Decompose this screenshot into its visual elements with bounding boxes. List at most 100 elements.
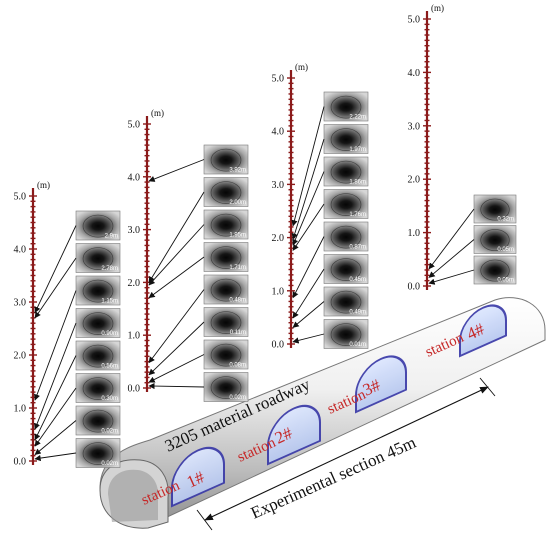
- leader-arrow: [292, 301, 325, 328]
- tick-label: 3.0: [128, 225, 141, 236]
- borehole-image: 0.02m: [75, 438, 121, 468]
- depth-axis-unit: (m): [37, 180, 50, 190]
- borehole-ring: [480, 229, 510, 252]
- borehole-ring: [480, 198, 510, 221]
- borehole-image: 1.15m: [75, 275, 121, 306]
- borehole-image: 0.56m: [75, 340, 121, 371]
- tick-label: 0.0: [128, 384, 141, 395]
- borehole-ring: [330, 160, 362, 184]
- borehole-ring: [210, 213, 242, 237]
- leader-arrow: [34, 257, 77, 319]
- leader-arrow: [428, 269, 475, 285]
- depth-value-label: 0.87m: [349, 245, 366, 251]
- borehole-ring: [82, 344, 114, 368]
- leader-arrow: [34, 355, 77, 441]
- leader-arrow: [148, 159, 205, 182]
- tick-label: 1.0: [408, 228, 421, 239]
- depth-value-label: 1.95m: [229, 233, 246, 239]
- borehole-ring: [210, 148, 242, 172]
- borehole-ring: [82, 279, 114, 303]
- leader-arrow: [34, 290, 77, 401]
- tick-label: 0.0: [14, 457, 27, 468]
- leader-arrow: [291, 106, 325, 227]
- leader-arrow: [292, 268, 325, 319]
- borehole-image: 0.87m: [323, 221, 369, 252]
- leader-arrow: [148, 256, 205, 299]
- station-arch-4: [459, 304, 507, 358]
- tick-label: 0.0: [408, 282, 421, 293]
- leader-arrow: [428, 239, 475, 278]
- tunnel-end-inner: [108, 469, 159, 522]
- depth-value-label: 2.78m: [101, 266, 118, 272]
- leader-arrow: [148, 382, 205, 390]
- depth-value-label: 1.86m: [349, 180, 366, 186]
- borehole-ring: [330, 225, 362, 249]
- borehole-image: 0.11m: [203, 307, 249, 337]
- tick-label: 2.0: [408, 175, 421, 186]
- depth-value-label: 1.71m: [229, 265, 246, 271]
- depth-value-label: 2.22m: [349, 115, 366, 121]
- borehole-image: 0.08m: [203, 339, 249, 370]
- depth-value-label: 0.56m: [101, 364, 118, 370]
- borehole-ring: [210, 311, 242, 334]
- depth-value-label: 0.49m: [349, 310, 366, 316]
- tick-label: 2.0: [14, 351, 27, 362]
- tick-label: 0.0: [272, 340, 285, 351]
- borehole-ring: [480, 259, 510, 282]
- depth-value-label: 3.92m: [229, 168, 246, 174]
- station-number: 4#: [464, 319, 488, 343]
- depth-value-label: 0.02m: [229, 395, 246, 401]
- borehole-image: 0.32m: [473, 194, 517, 224]
- leader-arrow: [34, 420, 77, 456]
- borehole-image: 2.9m: [75, 210, 121, 241]
- borehole-ring: [82, 442, 114, 465]
- depth-value-label: 0.02m: [101, 461, 118, 467]
- station-number: 3#: [360, 375, 384, 399]
- tick-label: 1.0: [14, 404, 27, 415]
- depth-value-label: 0.32m: [497, 217, 514, 223]
- borehole-image: 1.86m: [323, 156, 369, 187]
- depth-column-3: (m)0.01.02.03.04.05.02.22m1.97m1.86m1.76…: [272, 62, 369, 351]
- station-number: 1#: [184, 467, 208, 491]
- borehole-image: 3.92m: [203, 144, 249, 175]
- leader-arrow: [292, 171, 325, 246]
- borehole-image: 1.97m: [323, 124, 369, 154]
- leader-arrow: [292, 203, 325, 251]
- borehole-ring: [330, 95, 362, 119]
- depth-axis-unit: (m): [151, 108, 164, 118]
- depth-value-label: 2.9m: [105, 234, 118, 240]
- borehole-ring: [330, 128, 362, 151]
- depth-value-label: 0.90m: [101, 331, 118, 337]
- borehole-ring: [330, 323, 362, 346]
- depth-value-label: 0.05m: [497, 278, 514, 284]
- borehole-image: 0.48m: [203, 274, 249, 305]
- borehole-ring: [82, 377, 114, 400]
- leader-arrow: [148, 289, 205, 364]
- borehole-ring: [210, 246, 242, 269]
- borehole-image: 1.76m: [323, 189, 369, 219]
- tick-label: 2.0: [272, 233, 285, 244]
- depth-value-label: 0.11m: [230, 330, 246, 336]
- borehole-ring: [210, 343, 242, 367]
- borehole-image: 2.00m: [203, 177, 249, 207]
- borehole-ring: [82, 214, 114, 238]
- borehole-ring: [210, 181, 242, 204]
- borehole-ring: [330, 193, 362, 216]
- leader-arrow: [148, 224, 205, 286]
- depth-value-label: 1.76m: [349, 212, 366, 218]
- depth-value-label: 0.30m: [101, 396, 118, 402]
- tick-label: 1.0: [128, 331, 141, 342]
- leader-arrow: [34, 225, 77, 314]
- tick-label: 5.0: [272, 74, 285, 85]
- borehole-image: 0.45m: [323, 254, 369, 284]
- leader-arrow: [148, 321, 205, 376]
- tick-label: 4.0: [14, 245, 27, 256]
- borehole-ring: [82, 312, 114, 335]
- tick-label: 4.0: [272, 127, 285, 138]
- borehole-image: 0.01m: [323, 319, 369, 349]
- dimension-tick-left: [196, 509, 213, 531]
- leader-arrow: [34, 322, 77, 430]
- borehole-image: 2.22m: [323, 91, 369, 122]
